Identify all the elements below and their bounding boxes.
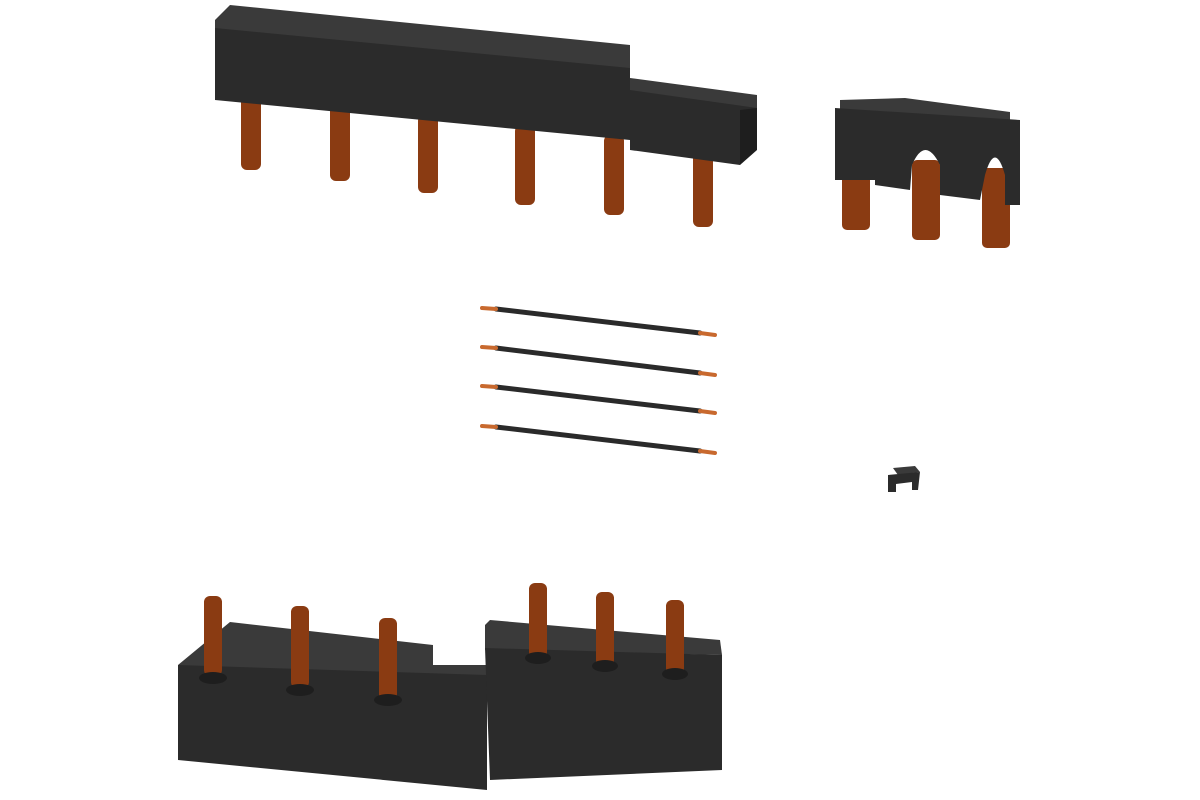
copper-pin bbox=[666, 600, 684, 674]
copper-pin bbox=[693, 145, 713, 227]
copper-pin bbox=[241, 95, 261, 170]
busbar-pins bbox=[241, 95, 713, 227]
three-pole-bridge bbox=[835, 98, 1020, 248]
copper-pin bbox=[529, 583, 547, 658]
copper-pin bbox=[379, 618, 397, 700]
terminal-block-left bbox=[178, 596, 487, 790]
busbar-top-face bbox=[215, 5, 630, 70]
block-front bbox=[178, 665, 487, 790]
connecting-wires bbox=[480, 306, 717, 455]
busbar-front-face bbox=[215, 28, 630, 140]
copper-pin bbox=[418, 115, 438, 193]
wire bbox=[480, 424, 717, 455]
busbar-extension-top bbox=[630, 78, 757, 110]
bridge-body bbox=[835, 108, 1020, 205]
block-top bbox=[178, 622, 487, 680]
long-busbar bbox=[215, 5, 757, 227]
copper-pin bbox=[515, 125, 535, 205]
copper-pin bbox=[291, 606, 309, 688]
wire bbox=[480, 384, 717, 415]
copper-leg bbox=[912, 160, 940, 240]
copper-pin bbox=[604, 135, 624, 215]
wire bbox=[480, 345, 717, 377]
copper-pin bbox=[596, 592, 614, 666]
bridge-top bbox=[840, 98, 1010, 122]
terminal-block-right bbox=[485, 583, 722, 780]
small-clip bbox=[888, 466, 920, 492]
busbar-extension-front bbox=[630, 90, 757, 165]
busbar-end-face bbox=[740, 108, 757, 165]
copper-pin bbox=[330, 105, 350, 181]
block-front bbox=[485, 648, 722, 780]
wire bbox=[480, 306, 717, 337]
copper-pin bbox=[204, 596, 222, 676]
copper-leg bbox=[982, 168, 1010, 248]
